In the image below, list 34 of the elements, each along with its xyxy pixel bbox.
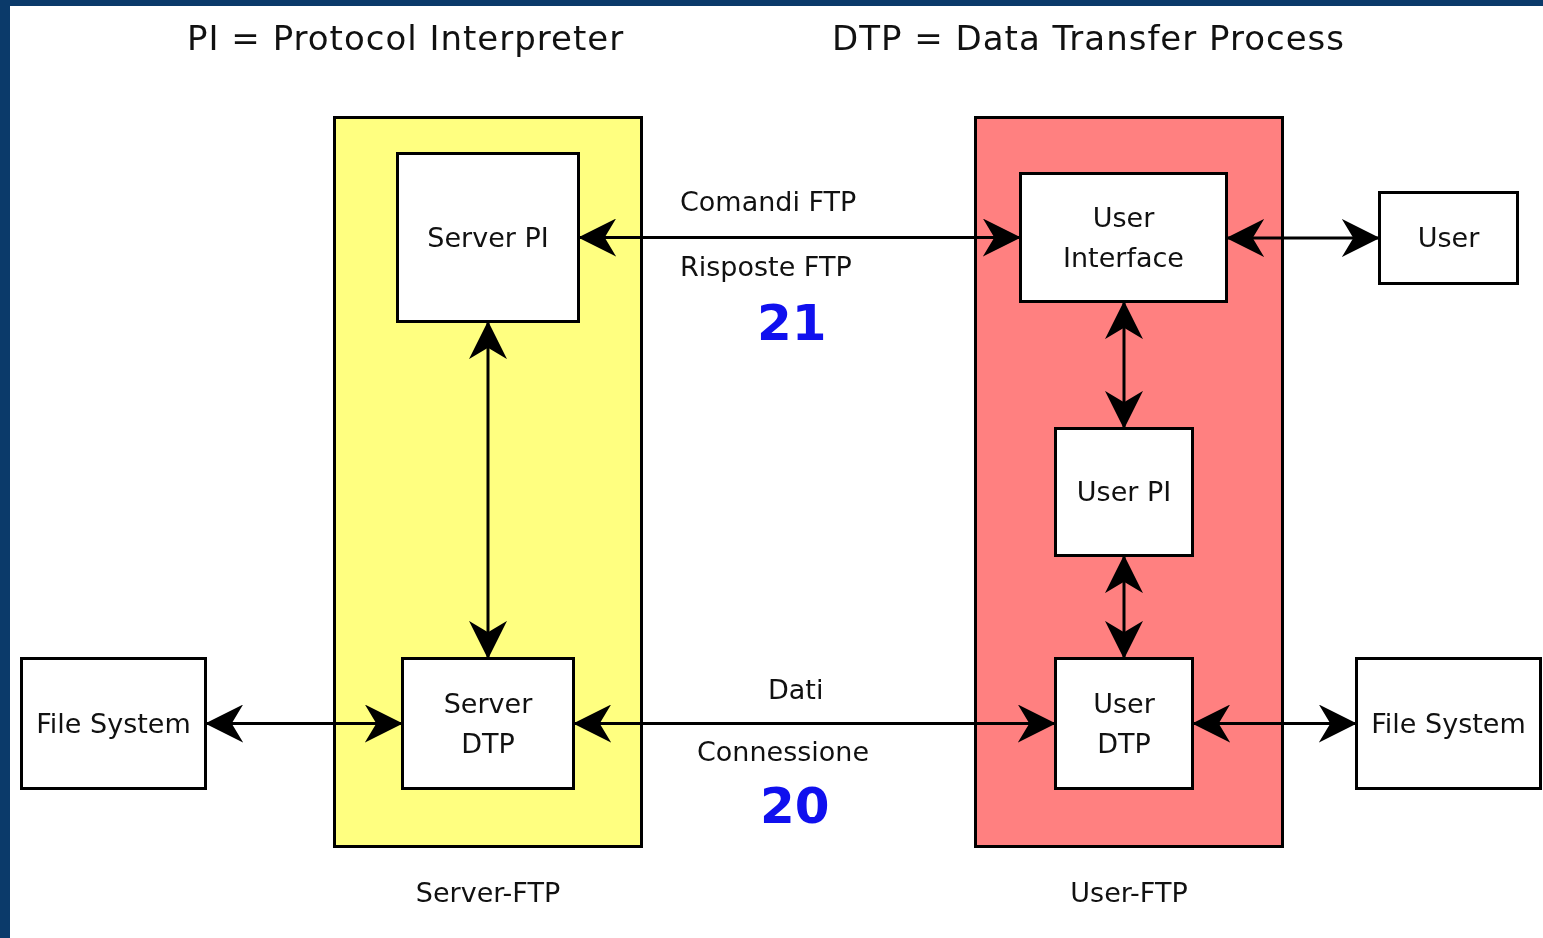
box-label: User: [1417, 221, 1480, 256]
box-label: User Interface: [1062, 201, 1185, 275]
box-label: User PI: [1076, 475, 1172, 510]
group-label: User-FTP: [1069, 876, 1189, 910]
channel-label: Risposte FTP: [680, 251, 852, 282]
channel-label: Connessione: [697, 736, 870, 767]
double-arrow: [578, 218, 1021, 257]
box-label: File System: [1371, 706, 1526, 741]
process-box: [396, 152, 580, 323]
double-arrow: [1226, 219, 1380, 257]
process-box: [401, 657, 575, 790]
channel-label: Comandi FTP: [680, 186, 857, 217]
double-arrow: [573, 704, 1056, 743]
channel-label: Dati: [768, 674, 824, 705]
process-box: [1378, 191, 1519, 285]
process-box: [1054, 427, 1194, 557]
port-number: 21: [757, 294, 827, 352]
box-label: Server PI: [427, 220, 549, 255]
group-label: Server-FTP: [414, 876, 562, 910]
double-arrow: [469, 321, 507, 659]
double-arrow: [1192, 704, 1357, 743]
legend-note: DTP = Data Transfer Process: [832, 18, 1346, 58]
port-number: 20: [760, 777, 830, 835]
box-label: File System: [36, 706, 191, 741]
process-box: [1054, 657, 1194, 790]
box-label: Server DTP: [442, 687, 534, 761]
legend-note: PI = Protocol Interpreter: [187, 18, 625, 58]
double-arrow: [205, 704, 403, 743]
double-arrow: [1105, 301, 1143, 429]
process-box: [20, 657, 207, 790]
box-label: User DTP: [1092, 687, 1156, 761]
process-box: [1355, 657, 1542, 790]
double-arrow: [1105, 555, 1143, 659]
process-box: [1019, 172, 1228, 303]
